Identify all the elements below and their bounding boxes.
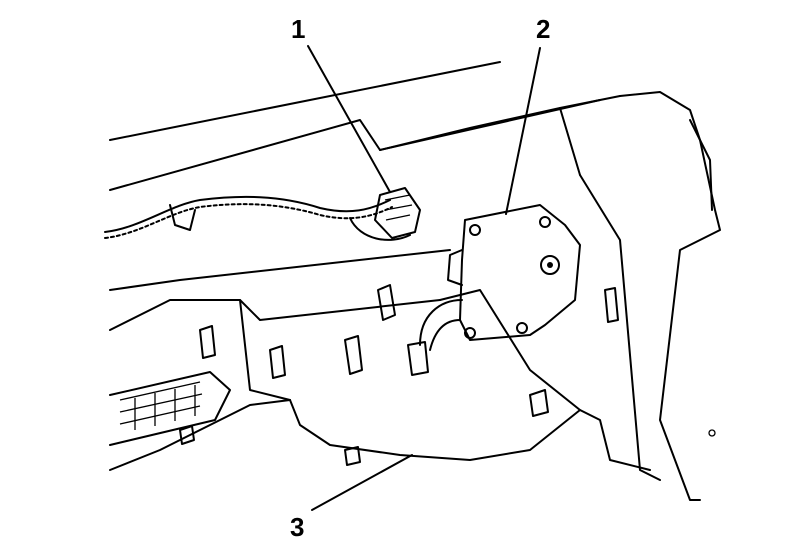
actuator — [419, 204, 581, 351]
leader-line-3 — [311, 454, 413, 511]
leader-line-1 — [307, 45, 391, 193]
electrical-connector — [374, 187, 421, 239]
wiring-harness — [104, 195, 411, 241]
callout-2: 2 — [536, 14, 551, 44]
retainer-clips — [179, 284, 716, 466]
callout-1: 1 — [291, 14, 306, 44]
air-vent — [109, 371, 231, 446]
leader-line-2 — [505, 47, 541, 215]
callout-3: 3 — [290, 512, 305, 542]
instrument-panel-outline — [109, 61, 721, 501]
